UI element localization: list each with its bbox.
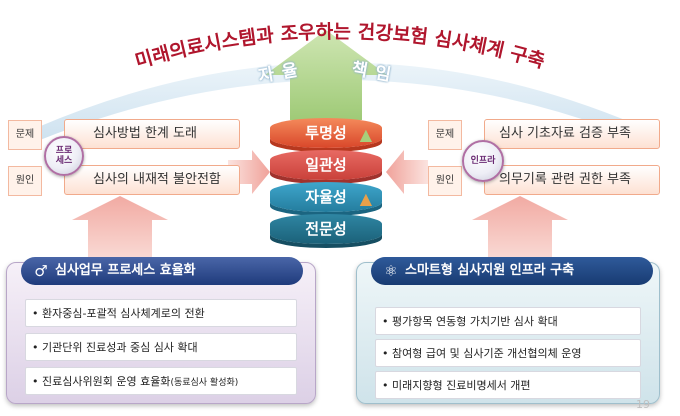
left-up-arrow — [72, 196, 168, 262]
up-arrow-icon: ▲ — [359, 125, 372, 144]
page-title: 미래의료시스템과 조우하는 건강보험 심사체계 구축 — [133, 21, 548, 73]
infra-circle-label: 인프라 — [470, 156, 496, 166]
list-item: 평가항목 연동형 가치기반 심사 확대 — [375, 307, 641, 336]
smart-infra-panel: ⚛ 스마트형 심사지원 인프라 구축 평가항목 연동형 가치기반 심사 확대 참… — [356, 257, 660, 404]
left-problem-tag: 문제 — [8, 120, 42, 150]
list-item: 참여형 급여 및 심사기준 개선협의체 운영 — [375, 339, 641, 368]
list-item: 진료심사위원회 운영 효율화(동료심사 활성화) — [25, 367, 297, 396]
right-up-arrow — [472, 196, 568, 262]
list-item-note: (동료심사 활성화) — [170, 378, 239, 388]
process-circle-label: 프로 세스 — [55, 146, 73, 166]
process-circle: 프로 세스 — [44, 136, 84, 176]
stack-layer-transparency: 투명성 ▲ — [270, 118, 382, 148]
list-item: 미래지향형 진료비명세서 개편 — [375, 371, 641, 400]
list-item: 기관단위 진료성과 중심 심사 확대 — [25, 333, 297, 362]
atom-icon: ⚛ — [384, 262, 398, 280]
left-cause-text: 심사의 내재적 불안전함 — [64, 165, 240, 195]
arch-swoosh — [20, 62, 660, 140]
stack-layer-consistency: 일관성 — [270, 150, 382, 180]
page-number: 19 — [636, 398, 650, 411]
right-cause-tag: 원인 — [428, 166, 462, 196]
panel-title-right: 스마트형 심사지원 인프라 구축 — [405, 263, 575, 278]
title-arc: 미래의료시스템과 조우하는 건강보험 심사체계 구축 — [133, 21, 548, 73]
right-cause-text: 의무기록 관련 권한 부족 — [484, 165, 660, 195]
panel-title-left: 심사업무 프로세스 효율화 — [55, 263, 196, 278]
infra-circle: 인프라 — [462, 140, 504, 182]
gender-male-icon: ♂ — [34, 262, 48, 280]
panel-header-left: ♂ 심사업무 프로세스 효율화 — [21, 257, 303, 285]
up-arrow-icon-2: ▲ — [359, 189, 372, 208]
right-side-arrow — [386, 150, 428, 194]
up-arrow-shape — [265, 30, 387, 120]
right-problem-text: 심사 기초자료 검증 부족 — [484, 119, 660, 149]
list-item: 환자중심-포괄적 심사체계로의 전환 — [25, 299, 297, 328]
right-problem-tag: 문제 — [428, 120, 462, 150]
stack-layer-autonomy: 자율성 ▲ — [270, 182, 382, 212]
process-efficiency-panel: ♂ 심사업무 프로세스 효율화 환자중심-포괄적 심사체계로의 전환 기관단위 … — [6, 257, 316, 404]
left-problem-text: 심사방법 한계 도래 — [64, 119, 240, 149]
panel-header-right: ⚛ 스마트형 심사지원 인프라 구축 — [371, 257, 653, 285]
left-cause-tag: 원인 — [8, 166, 42, 196]
stack-layer-expertise: 전문성 — [270, 214, 382, 244]
